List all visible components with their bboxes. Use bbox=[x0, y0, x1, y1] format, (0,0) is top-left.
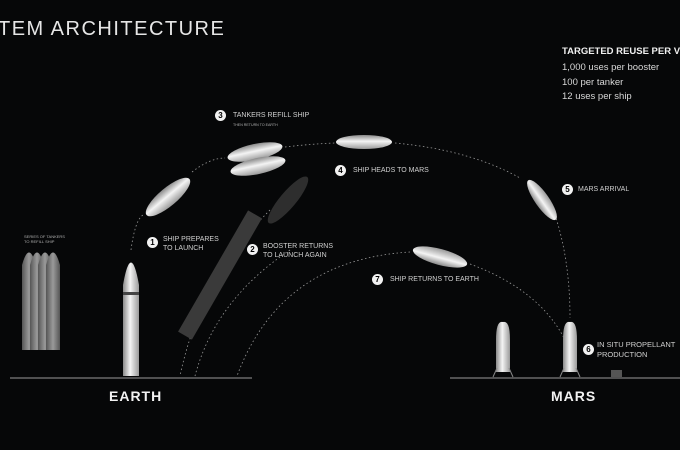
step-3-label: TANKERS REFILL SHIP bbox=[233, 112, 310, 119]
step-1-badge: 1 bbox=[147, 237, 158, 248]
step-4-label: SHIP HEADS TO MARS bbox=[353, 167, 429, 174]
return-to-earth-path bbox=[236, 251, 411, 377]
mars-label: MARS bbox=[551, 388, 597, 404]
step-2-label: BOOSTER RETURNS TO LAUNCH AGAIN bbox=[263, 242, 333, 260]
propellant-plant-icon bbox=[611, 370, 622, 377]
reuse-ship: 12 uses per ship bbox=[562, 91, 632, 102]
step-1-line1: SHIP PREPARES bbox=[163, 236, 219, 243]
page-title: TEM ARCHITECTURE bbox=[0, 18, 226, 40]
mars-refuelling-ship-icon bbox=[559, 321, 581, 378]
tanker-icon bbox=[227, 142, 283, 162]
step-2-line2: TO LAUNCH AGAIN bbox=[263, 252, 327, 259]
booster-icon bbox=[178, 176, 309, 340]
step-2-badge: 2 bbox=[247, 244, 258, 255]
step-2-line1: BOOSTER RETURNS bbox=[263, 243, 334, 250]
ascending-ship-icon bbox=[145, 177, 191, 217]
launch-path bbox=[130, 214, 144, 251]
tankers-to-mars-path bbox=[284, 142, 336, 148]
returning-ship-icon bbox=[412, 246, 468, 268]
tanker-stack-icon bbox=[22, 252, 60, 350]
mars-ship-icon bbox=[492, 321, 514, 378]
step-1-line2: TO LAUNCH bbox=[163, 245, 204, 252]
step-3-sub: THEN RETURN TO EARTH bbox=[233, 123, 278, 127]
step-6-line2: PRODUCTION bbox=[597, 350, 648, 359]
earth-label: EARTH bbox=[109, 388, 163, 404]
mars-departure-path bbox=[469, 263, 566, 341]
step-7-label: SHIP RETURNS TO EARTH bbox=[390, 276, 479, 283]
step-4-badge: 4 bbox=[335, 165, 346, 176]
ship-on-pad-icon bbox=[123, 262, 139, 376]
step-1-label: SHIP PREPARES TO LAUNCH bbox=[163, 235, 219, 253]
to-mars-path bbox=[394, 142, 521, 179]
refilling-ship-icon bbox=[230, 156, 286, 176]
ship-to-tankers-path bbox=[191, 157, 226, 173]
step-5-badge: 5 bbox=[562, 184, 573, 195]
booster-return-path-2 bbox=[194, 249, 291, 377]
step-7-badge: 7 bbox=[372, 274, 383, 285]
step-6-line1: IN SITU PROPELLANT bbox=[597, 340, 676, 349]
reuse-booster: 1,000 uses per booster bbox=[562, 62, 660, 73]
reuse-tanker: 100 per tanker bbox=[562, 77, 624, 88]
mars-arrival-ship-icon bbox=[527, 179, 557, 221]
step-6-badge: 6 bbox=[583, 344, 594, 355]
tankers-note-1: SERIES OF TANKERS bbox=[24, 234, 65, 239]
ship-to-mars-icon bbox=[336, 135, 392, 149]
arrival-path bbox=[554, 214, 571, 319]
reuse-heading: TARGETED REUSE PER VEH bbox=[562, 46, 680, 57]
step-5-label: MARS ARRIVAL bbox=[578, 186, 630, 193]
tankers-note-2: TO REFILL SHIP bbox=[24, 239, 55, 244]
step-3-badge: 3 bbox=[215, 110, 226, 121]
